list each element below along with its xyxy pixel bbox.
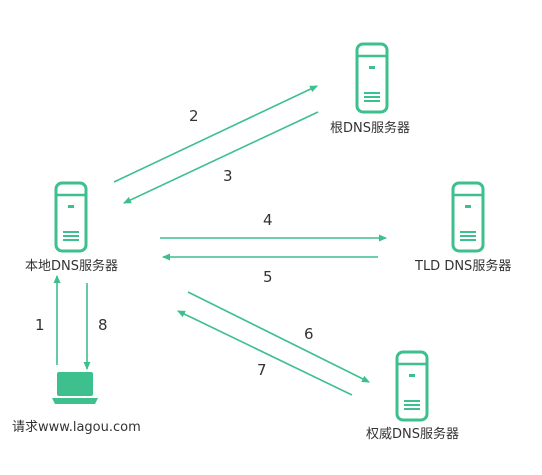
arrow-step-6 [187, 291, 370, 383]
tld-dns-label: TLD DNS服务器 [415, 259, 512, 274]
server-icon [451, 181, 485, 253]
client-label: 请求www.lagou.com [12, 420, 141, 435]
step-number-7: 7 [257, 361, 267, 379]
arrow-step-7 [177, 310, 353, 396]
server-icon [395, 350, 429, 422]
server-icon [54, 181, 88, 253]
local-dns-label: 本地DNS服务器 [25, 259, 118, 274]
step-number-1: 1 [35, 316, 45, 334]
laptop-icon [52, 372, 98, 404]
step-number-5: 5 [263, 268, 273, 286]
arrow-step-2 [113, 85, 318, 183]
auth-dns-label: 权威DNS服务器 [366, 427, 459, 442]
arrow-step-3 [123, 111, 319, 204]
step-number-2: 2 [189, 107, 199, 125]
step-number-8: 8 [98, 316, 108, 334]
root-dns-label: 根DNS服务器 [330, 121, 410, 136]
step-number-6: 6 [304, 325, 314, 343]
step-number-3: 3 [223, 167, 233, 185]
server-icon [355, 42, 389, 114]
step-number-4: 4 [263, 211, 273, 229]
